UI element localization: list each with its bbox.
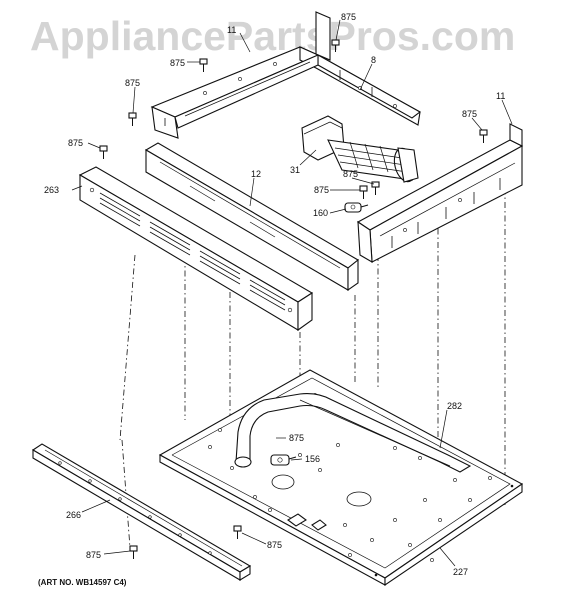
callout-875-bottom-mid: 875	[267, 540, 282, 550]
callout-875-top: 875	[341, 12, 356, 22]
callout-12: 12	[251, 169, 261, 179]
callout-875-left: 875	[125, 78, 140, 88]
air-duct	[234, 393, 472, 473]
callout-875-bottom-left: 875	[86, 550, 101, 560]
screw-875-front-left	[99, 145, 108, 159]
top-mounting-bracket	[150, 11, 422, 139]
right-side-bracket	[356, 123, 524, 263]
thermostat-160	[344, 202, 369, 213]
callout-227: 227	[453, 567, 468, 577]
callout-11-left: 11	[227, 25, 236, 35]
watermark-text: AppliancePartsPros.com	[30, 13, 515, 59]
front-trim-panel	[78, 166, 314, 332]
callout-156: 156	[305, 454, 320, 464]
callout-263: 263	[44, 185, 59, 195]
callout-875-upper-left: 875	[170, 58, 185, 68]
callout-266: 266	[66, 510, 81, 520]
leader-lines	[71, 19, 513, 567]
part-callouts: 875 875 11 875 8 875 875 11 263 12 31 87…	[44, 12, 505, 577]
callout-8: 8	[371, 55, 376, 65]
callout-11-right: 11	[496, 91, 505, 101]
callout-160: 160	[313, 208, 328, 218]
front-channel	[144, 142, 359, 292]
callout-875-front-left: 875	[68, 138, 83, 148]
convection-fan-assembly	[301, 115, 419, 183]
thermostat-156	[270, 454, 297, 466]
callout-875-fan-b: 875	[343, 169, 358, 179]
bottom-trim-strip	[31, 443, 252, 581]
screw-875-upper-left	[199, 58, 208, 72]
callout-875-right: 875	[462, 109, 477, 119]
callout-31: 31	[290, 165, 300, 175]
screw-875-fan-b	[371, 181, 380, 195]
art-number: (ART NO. WB14597 C4)	[38, 578, 127, 587]
screw-875-left	[128, 112, 137, 126]
screw-875-fan-a	[359, 185, 368, 199]
screw-875-right	[479, 129, 488, 143]
screw-875-bottom-left	[129, 545, 138, 559]
screw-875-bottom-mid	[233, 525, 242, 539]
screw-875-top	[331, 39, 340, 52]
callout-282: 282	[447, 401, 462, 411]
callout-875-floor: 875	[289, 433, 304, 443]
callout-875-fan-a: 875	[314, 185, 329, 195]
